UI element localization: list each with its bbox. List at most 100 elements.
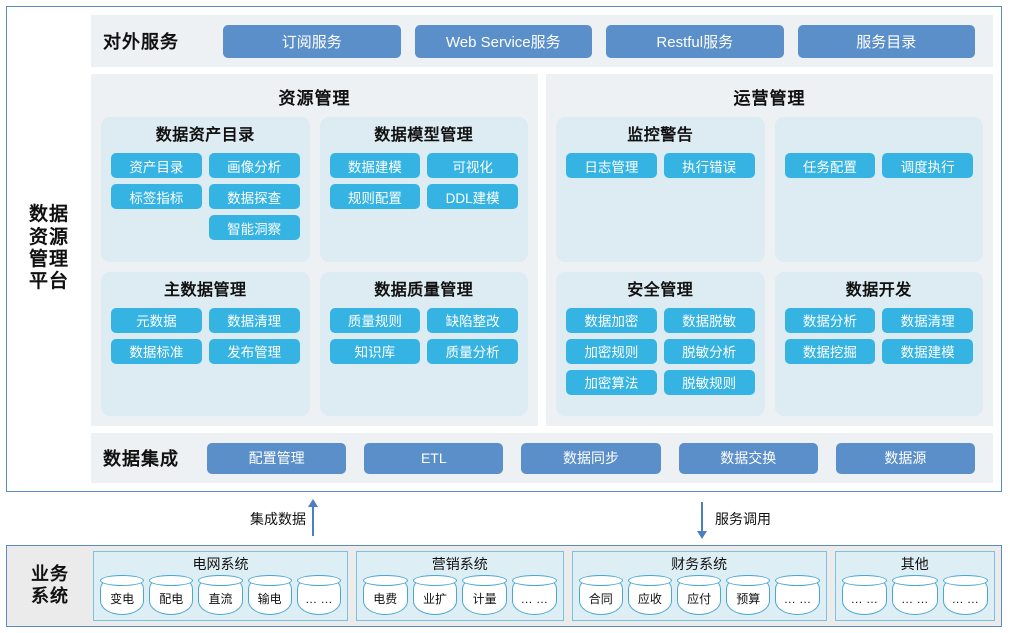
module-card-title: 数据开发 xyxy=(845,281,912,299)
business-group-items: 合同应收 应付预算… … xyxy=(578,575,820,615)
database-cylinder-icon[interactable]: 计量 xyxy=(462,575,507,615)
module-tag[interactable]: DDL建模 xyxy=(427,184,518,209)
module-tag[interactable]: 可视化 xyxy=(427,153,518,178)
panel-1: 资源管理数据资产目录资产目录画像分析标签指标数据探查智能洞察数据模型管理数据建模… xyxy=(91,74,538,426)
database-cylinder-icon[interactable]: 配电 xyxy=(149,575,194,615)
database-cylinder-label: … … xyxy=(901,591,929,606)
connector-service-call: 服务调用 xyxy=(695,496,771,542)
business-group-items: … … … … … … xyxy=(841,575,989,615)
business-systems-title: 业务系统 xyxy=(13,564,87,607)
database-cylinder-icon[interactable]: … … xyxy=(296,575,342,615)
module-tag[interactable]: 脱敏分析 xyxy=(663,338,755,364)
database-cylinder-icon[interactable]: 电费 xyxy=(362,575,408,615)
database-cylinder-icon[interactable]: 变电 xyxy=(100,575,145,615)
database-cylinder-icon[interactable]: 预算 xyxy=(726,575,771,615)
module-tag[interactable]: 数据清理 xyxy=(882,307,973,333)
database-cylinder-icon[interactable]: 业扩 xyxy=(412,575,458,615)
external-service-button-1[interactable]: 订阅服务 xyxy=(223,24,401,58)
module-card-title: 安全管理 xyxy=(627,281,694,299)
business-systems-box: 业务系统 电网系统变电配电直流输电… …营销系统电费业扩计量… …财务系统合同应… xyxy=(6,545,1002,627)
module-tag[interactable]: 缺陷整改 xyxy=(427,307,518,333)
database-cylinder-icon[interactable]: 合同 xyxy=(578,575,624,615)
database-cylinder-icon[interactable]: … … xyxy=(841,575,888,615)
business-group-items: 电费业扩 计量… … xyxy=(362,575,557,615)
module-tag[interactable]: 智能洞察 xyxy=(208,215,300,240)
platform-box: 数据资源管理平台 对外服务 订阅服务 Web Service服务 Restful服务… xyxy=(6,6,1002,492)
module-tag[interactable]: 加密算法 xyxy=(566,369,657,395)
module-card: 监控警告日志管理执行错误 xyxy=(556,117,765,262)
database-cylinder-icon[interactable]: … … xyxy=(775,575,820,615)
module-tag[interactable]: 元数据 xyxy=(111,307,202,333)
database-cylinder-icon[interactable]: … … xyxy=(892,575,939,615)
connector-band: 集成数据 服务调用 xyxy=(0,496,1010,542)
database-cylinder-icon[interactable]: 应收 xyxy=(627,575,673,615)
database-cylinder-icon[interactable]: 直流 xyxy=(198,575,243,615)
module-tag[interactable]: 数据建模 xyxy=(882,338,973,364)
business-systems-title-text: 业务系统 xyxy=(31,564,69,606)
module-tag[interactable]: 数据加密 xyxy=(566,307,657,333)
module-tag[interactable]: 数据脱敏 xyxy=(663,307,755,333)
module-tag[interactable]: 执行错误 xyxy=(663,153,755,178)
module-tag[interactable]: 知识库 xyxy=(329,338,421,364)
external-service-button-4[interactable]: 服务目录 xyxy=(797,24,975,58)
panel-title: 运营管理 xyxy=(733,89,806,108)
business-group-title: 财务系统 xyxy=(671,556,728,572)
database-cylinder-label: 应收 xyxy=(637,592,662,606)
external-services-label: 对外服务 xyxy=(103,32,179,52)
panel-2: 运营管理监控警告日志管理执行错误任务配置调度执行安全管理数据加密数据脱敏加密规则… xyxy=(546,74,993,426)
module-tag[interactable]: 数据建模 xyxy=(329,153,421,178)
data-integration-button-1[interactable]: 配置管理 xyxy=(207,442,347,474)
module-tag[interactable]: 数据探查 xyxy=(208,184,300,209)
panel-title: 资源管理 xyxy=(278,89,351,108)
module-tag[interactable]: 标签指标 xyxy=(111,184,202,209)
external-service-button-2[interactable]: Web Service服务 xyxy=(414,24,592,58)
module-tag[interactable]: 画像分析 xyxy=(208,153,300,178)
module-tag[interactable]: 任务配置 xyxy=(784,153,876,178)
module-tag[interactable]: 资产目录 xyxy=(111,153,202,178)
platform-title: 数据资源管理平台 xyxy=(7,7,91,491)
database-cylinder-label: 直流 xyxy=(208,592,233,606)
database-cylinder-icon[interactable]: … … xyxy=(511,575,557,615)
connector-service-call-label: 服务调用 xyxy=(715,511,771,527)
business-group-title: 其他 xyxy=(900,556,929,572)
database-cylinder-label: … … xyxy=(850,591,878,606)
module-tag[interactable]: 质量分析 xyxy=(427,338,518,364)
module-tag[interactable]: 调度执行 xyxy=(882,153,973,178)
connector-integrate-data-label: 集成数据 xyxy=(250,511,306,527)
module-card-tags: 任务配置调度执行 xyxy=(784,153,973,178)
external-service-button-3[interactable]: Restful服务 xyxy=(606,24,784,58)
arrow-down-icon xyxy=(695,499,709,539)
data-integration-button-5[interactable]: 数据源 xyxy=(835,442,976,474)
module-card: 任务配置调度执行 xyxy=(774,117,983,262)
database-cylinder-label: 业扩 xyxy=(422,592,447,606)
module-card: 数据资产目录资产目录画像分析标签指标数据探查智能洞察 xyxy=(101,117,310,262)
data-integration-button-4[interactable]: 数据交换 xyxy=(678,442,818,474)
database-cylinder-icon[interactable]: … … xyxy=(942,575,989,615)
module-tag[interactable]: 发布管理 xyxy=(208,338,300,364)
module-card-tags: 数据分析数据清理数据挖掘数据建模 xyxy=(784,307,973,364)
module-tag[interactable]: 规则配置 xyxy=(329,184,421,209)
module-tag[interactable]: 数据挖掘 xyxy=(784,338,876,364)
business-group-items: 变电配电直流 输电 … … xyxy=(100,575,342,615)
data-integration-button-3[interactable]: 数据同步 xyxy=(521,442,661,474)
module-tag[interactable]: 数据标准 xyxy=(111,338,202,364)
module-tag[interactable]: 数据分析 xyxy=(784,307,876,333)
module-tag[interactable]: 数据清理 xyxy=(208,307,300,333)
module-card-tags: 元数据数据清理数据标准发布管理 xyxy=(111,307,300,364)
database-cylinder-icon[interactable]: 应付 xyxy=(677,575,722,615)
business-group: 营销系统电费业扩计量… … xyxy=(355,551,564,621)
module-tag[interactable]: 质量规则 xyxy=(329,307,421,333)
module-card: 数据开发数据分析数据清理数据挖掘数据建模 xyxy=(774,271,983,416)
panel-card-grid: 数据资产目录资产目录画像分析标签指标数据探查智能洞察数据模型管理数据建模可视化规… xyxy=(101,117,528,416)
module-tag[interactable]: 加密规则 xyxy=(566,338,657,364)
database-cylinder-label: 输电 xyxy=(257,592,282,606)
module-tag[interactable]: 日志管理 xyxy=(566,153,657,178)
database-cylinder-icon[interactable]: 输电 xyxy=(247,575,292,615)
data-integration-button-2[interactable]: ETL xyxy=(364,442,504,474)
module-tag[interactable]: 脱敏规则 xyxy=(663,369,755,395)
module-card: 数据质量管理质量规则缺陷整改知识库质量分析 xyxy=(319,271,528,416)
